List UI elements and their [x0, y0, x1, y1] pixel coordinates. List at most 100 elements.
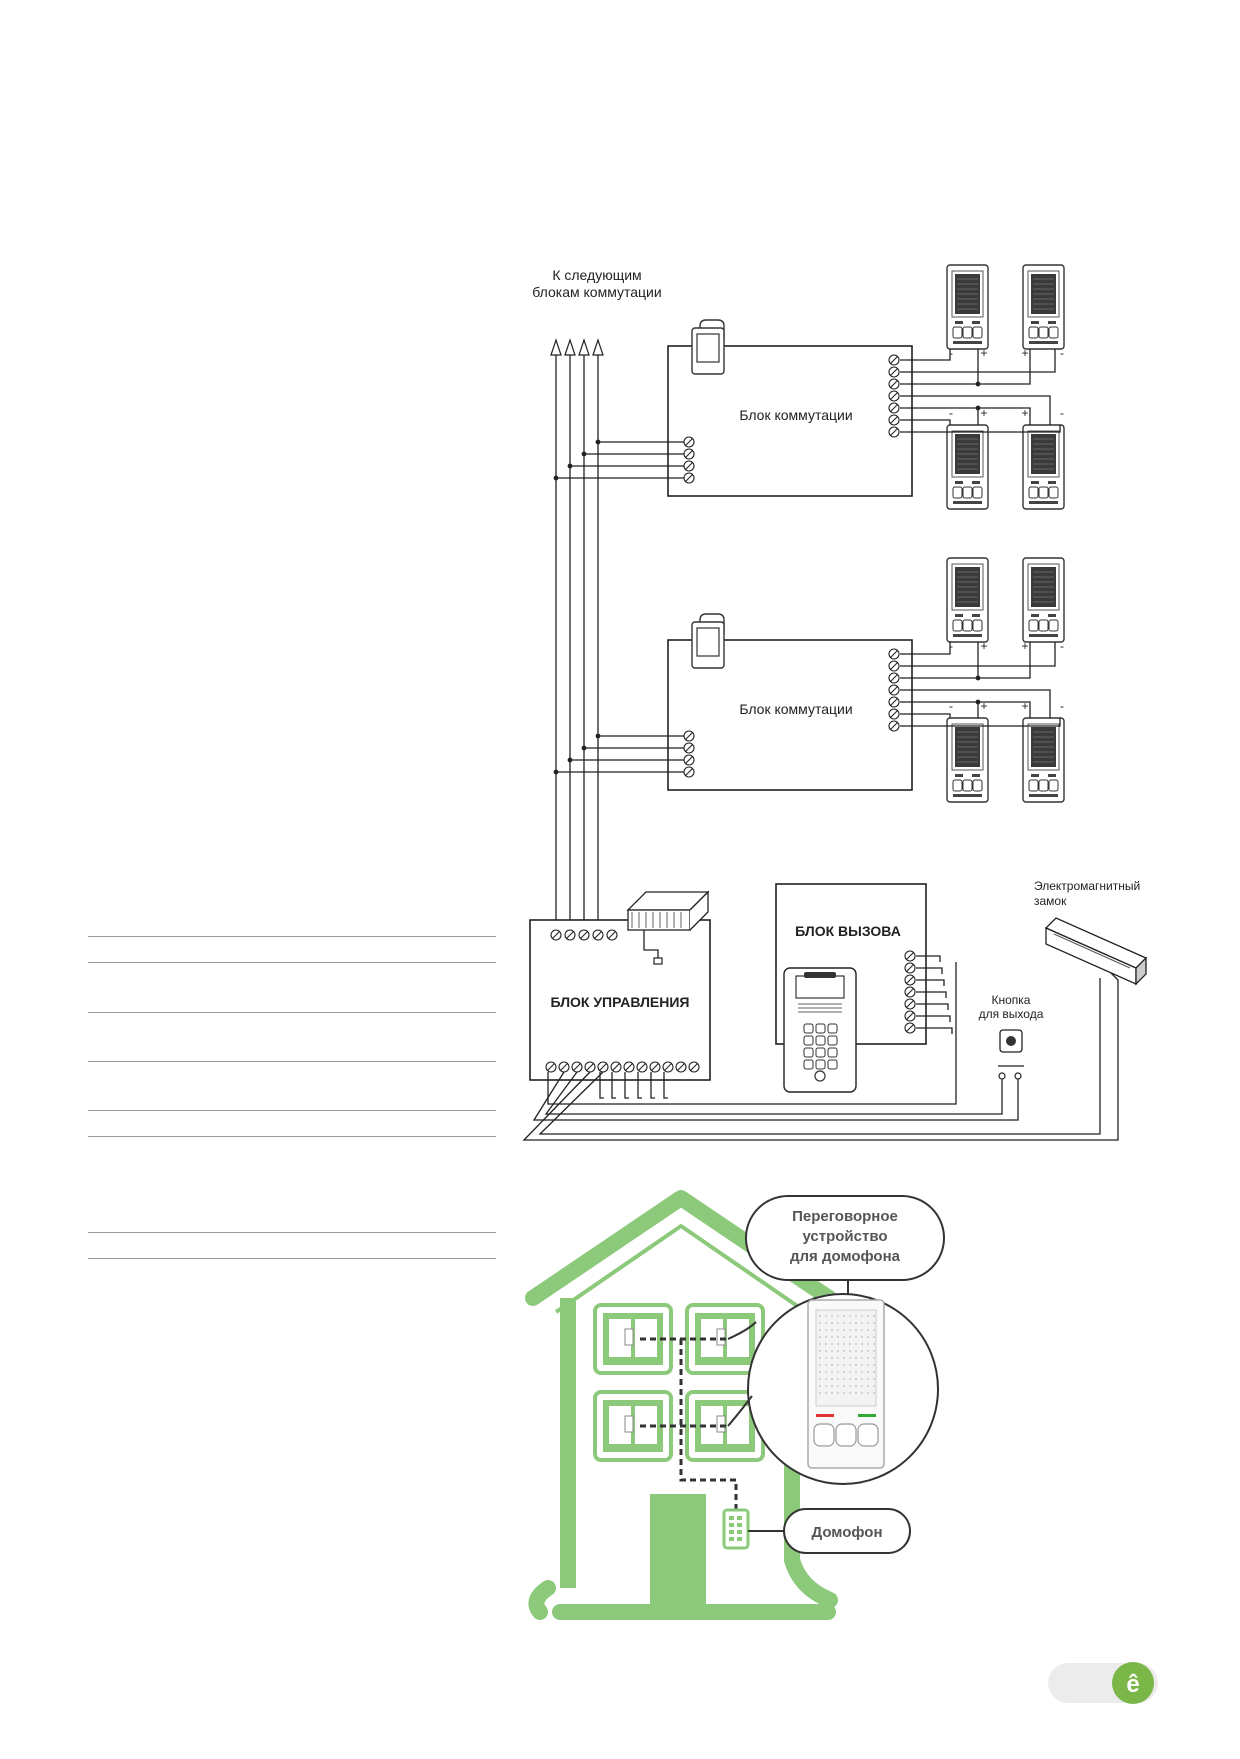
device-grille-dot [837, 1322, 839, 1324]
junction-dot [975, 699, 981, 705]
device-grille-dot [819, 1371, 821, 1373]
window-handset [624, 1328, 634, 1346]
terminal-screw [888, 426, 900, 438]
call-wire [916, 991, 947, 998]
power-supply-icon [626, 890, 710, 931]
brand-logo-icon [1112, 1662, 1154, 1704]
call-wire [916, 1003, 949, 1010]
device-grille-dot [837, 1350, 839, 1352]
device-led [858, 1414, 876, 1417]
device-grille-dot [837, 1371, 839, 1373]
device-grille-dot [861, 1392, 863, 1394]
handset-callout-label: для домофона [790, 1248, 901, 1265]
device-grille-dot [819, 1357, 821, 1359]
device-grille-dot [867, 1357, 869, 1359]
terminal-screw [683, 730, 695, 742]
intercom-handset-icon [691, 613, 725, 669]
terminal-screw [662, 1061, 674, 1073]
terminal-screw [904, 974, 916, 986]
terminal-screw [683, 448, 695, 460]
device-grille-dot [849, 1364, 851, 1366]
keypad-key [803, 1059, 814, 1070]
device-grille-dot [849, 1336, 851, 1338]
door-intercom-key [737, 1537, 742, 1541]
device-grille-dot [861, 1350, 863, 1352]
note-rule [88, 1012, 496, 1013]
device-grille-dot [849, 1315, 851, 1317]
door-intercom-key [729, 1537, 734, 1541]
control-wire [611, 1072, 616, 1099]
terminal-screw [571, 1061, 583, 1073]
window-handset [716, 1328, 726, 1346]
device-grille-dot [861, 1336, 863, 1338]
device-grille-dot [849, 1385, 851, 1387]
lock-label: замок [1034, 894, 1067, 908]
keypad-key [815, 1059, 826, 1070]
lock-label: Электромагнитный [1034, 879, 1140, 893]
note-rule [88, 1110, 496, 1111]
power-supply-side [689, 890, 709, 931]
device-grille-dot [831, 1392, 833, 1394]
junction-dot [595, 733, 601, 739]
junction-dot [581, 451, 587, 457]
device-grille-dot [825, 1385, 827, 1387]
arrow-up-icon [592, 338, 604, 356]
keypad-key [827, 1023, 838, 1034]
polarity-mark: + [980, 639, 987, 653]
intercom-handset-icon [691, 319, 725, 375]
control-wire [663, 1072, 668, 1099]
device-grille-dot [843, 1385, 845, 1387]
device-grille-dot [843, 1364, 845, 1366]
note-rule [88, 1232, 496, 1233]
terminal-screw [888, 672, 900, 684]
terminal-screw [888, 414, 900, 426]
device-grille-dot [873, 1385, 875, 1387]
handset-wire [900, 642, 951, 655]
device-grille-dot [825, 1322, 827, 1324]
junction-dot [975, 381, 981, 387]
device-grille-dot [825, 1378, 827, 1380]
keypad-key [803, 1035, 814, 1046]
door-intercom-icon [722, 1508, 750, 1550]
intercom-handset-icon [1022, 424, 1065, 510]
junction-dot [553, 769, 559, 775]
terminal-screw [545, 1061, 557, 1073]
intercom-dashed-wire [679, 1339, 738, 1510]
device-grille-dot [873, 1322, 875, 1324]
device-button [835, 1423, 857, 1447]
device-grille-dot [873, 1392, 875, 1394]
device-grille-dot [843, 1315, 845, 1317]
pointer-arrow [727, 1395, 753, 1427]
device-grille-dot [837, 1378, 839, 1380]
device-grille-dot [837, 1385, 839, 1387]
device-grille-dot [819, 1364, 821, 1366]
polarity-mark: + [980, 406, 987, 420]
handset-wire [900, 349, 951, 361]
polarity-mark: - [949, 639, 953, 653]
device-grille-dot [819, 1322, 821, 1324]
device-grille-dot [825, 1392, 827, 1394]
pointer-arrow [727, 1321, 757, 1340]
keypad-key [803, 1047, 814, 1058]
exit-button-wire [544, 1071, 1003, 1115]
call-wire [547, 962, 957, 1105]
terminal-screw [904, 962, 916, 974]
device-led [816, 1414, 834, 1417]
terminal-screw [564, 929, 576, 941]
keypad-key [827, 1047, 838, 1058]
next-blocks-label: блокам коммутации [532, 284, 661, 300]
polarity-mark: - [1060, 346, 1064, 360]
device-grille-dot [831, 1385, 833, 1387]
device-grille-dot [831, 1364, 833, 1366]
device-grille-dot [873, 1336, 875, 1338]
junction-dot [567, 463, 573, 469]
terminal-screw [888, 648, 900, 660]
device-grille-dot [867, 1350, 869, 1352]
device-grille-dot [831, 1378, 833, 1380]
device-grille-dot [855, 1364, 857, 1366]
note-rule [88, 936, 496, 937]
device-grille-dot [861, 1371, 863, 1373]
control-wire [599, 1072, 604, 1099]
intercom-handset-icon [946, 264, 989, 350]
